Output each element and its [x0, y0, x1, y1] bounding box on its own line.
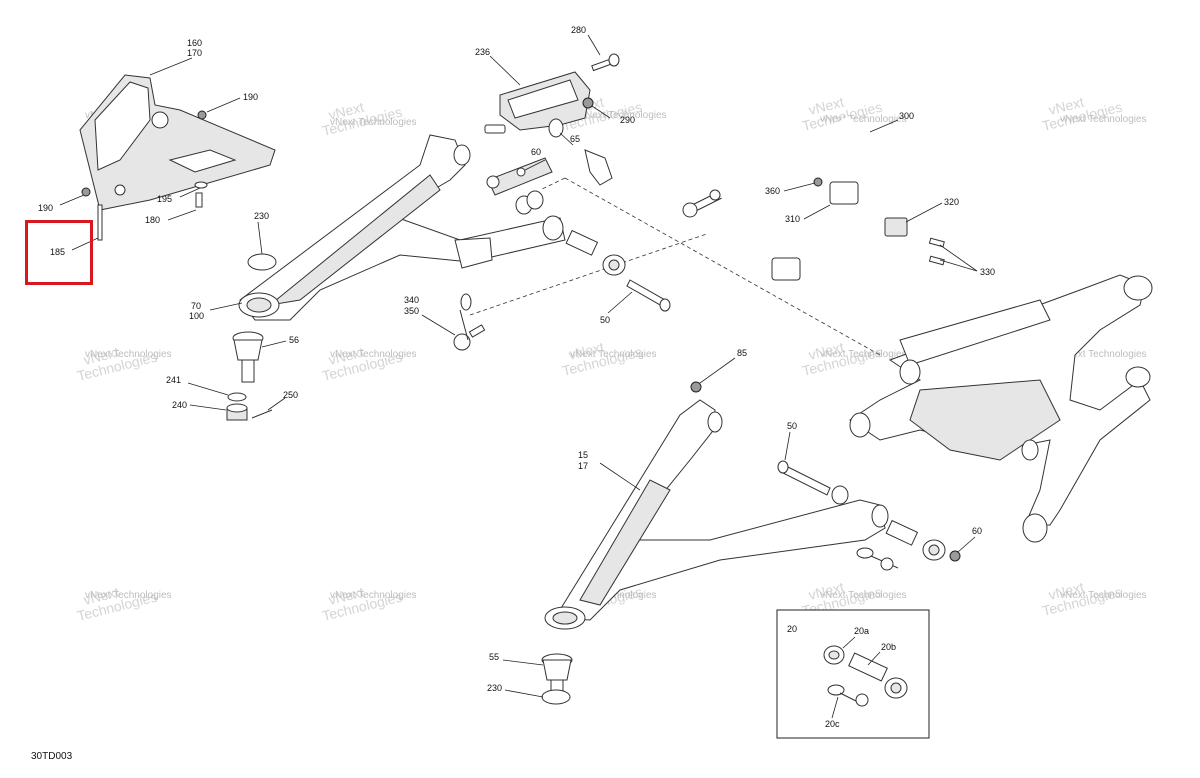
pin-250: [251, 409, 273, 419]
circlip-230-bottom: [541, 689, 571, 705]
callout-56: 56: [289, 335, 299, 345]
nut-85: [690, 381, 702, 393]
callout-170: 170: [187, 48, 202, 58]
watermark-text: vNext Technologies: [820, 590, 907, 601]
bushing-inset: [776, 609, 930, 739]
watermark-text: vNext Technologies: [330, 117, 417, 128]
installed-assembly: [849, 274, 1153, 543]
callout-50: 50: [600, 315, 610, 325]
skid-plate: [79, 74, 276, 211]
callout-20b: 20b: [881, 642, 896, 652]
callout-60: 60: [972, 526, 982, 536]
callout-60: 60: [531, 147, 541, 157]
callout-290: 290: [620, 115, 635, 125]
ball-joint-55: [541, 653, 573, 693]
callout-195: 195: [157, 194, 172, 204]
link-340: [453, 293, 486, 351]
bushing-set-lower: [856, 519, 961, 571]
callout-240: 240: [172, 400, 187, 410]
callout-17: 17: [578, 461, 588, 471]
callout-280: 280: [571, 25, 586, 35]
watermark-text: vNext Technologies: [580, 110, 667, 121]
callout-241: 241: [166, 375, 181, 385]
callout-85: 85: [737, 348, 747, 358]
circlip-230-top: [247, 253, 277, 271]
highlight-box-185: [25, 220, 93, 285]
bracket-236: [499, 71, 591, 131]
callout-230: 230: [487, 683, 502, 693]
watermark-text: vNext Technologies: [820, 114, 907, 125]
bolt-50-upper: [626, 279, 671, 312]
bolt-50-lower: [777, 460, 849, 505]
watermark-text: vNext Technologies: [330, 349, 417, 360]
callout-236: 236: [475, 47, 490, 57]
nut-190: [81, 110, 207, 197]
callout-185: 185: [50, 247, 65, 257]
diagram-code: 30TD003: [31, 751, 73, 762]
callout-180: 180: [145, 215, 160, 225]
callout-190: 190: [38, 203, 53, 213]
callout-340: 340: [404, 295, 419, 305]
bolt-185: [97, 204, 103, 241]
watermark-text: vNext Technologies: [85, 590, 172, 601]
bushing-set: [565, 229, 626, 276]
bolt-180: [194, 181, 208, 208]
watermark-text: vNext Technologies: [1060, 114, 1147, 125]
sway-bar-300: [682, 115, 908, 281]
callout-250: 250: [283, 390, 298, 400]
callout-labels: 160 170 190 190 195 180 185 230 70 100 5…: [38, 25, 995, 729]
callout-190: 190: [243, 92, 258, 102]
watermark-text: vNext Technologies: [330, 590, 417, 601]
callout-50: 50: [787, 421, 797, 431]
upper-a-arm: [238, 134, 566, 321]
plate-60: [486, 157, 553, 196]
nut-290: [582, 97, 594, 109]
callout-100: 100: [189, 311, 204, 321]
watermark-text: vNext Technologies: [570, 349, 657, 360]
callout-20c: 20c: [825, 719, 840, 729]
callout-360: 360: [765, 186, 780, 196]
watermark-text: vNext Technologies: [1060, 349, 1147, 360]
callout-320: 320: [944, 197, 959, 207]
bolts-330: [928, 237, 945, 266]
watermark-text: vNext Technologies: [85, 349, 172, 360]
callout-65: 65: [570, 134, 580, 144]
callout-310: 310: [785, 214, 800, 224]
callout-20: 20: [787, 624, 797, 634]
callout-300: 300: [899, 111, 914, 121]
callout-20a: 20a: [854, 626, 869, 636]
bolt-280: [591, 53, 620, 72]
callout-55: 55: [489, 652, 499, 662]
callout-160: 160: [187, 38, 202, 48]
watermark-text: vNext Technologies: [820, 349, 907, 360]
lower-a-arm: [544, 399, 889, 630]
callout-15: 15: [578, 450, 588, 460]
nut-240: [226, 403, 248, 421]
ball-joint-56: [232, 331, 264, 383]
callout-70: 70: [191, 301, 201, 311]
bolt-60-upper: [484, 124, 506, 134]
callout-230: 230: [254, 211, 269, 221]
watermark-text: vNext Technologies: [1060, 590, 1147, 601]
washer-241: [227, 392, 247, 402]
callout-350: 350: [404, 306, 419, 316]
bolt-360: [813, 177, 823, 187]
bushing-65: [515, 118, 613, 215]
callout-330: 330: [980, 267, 995, 277]
leader-lines: [59, 34, 978, 719]
